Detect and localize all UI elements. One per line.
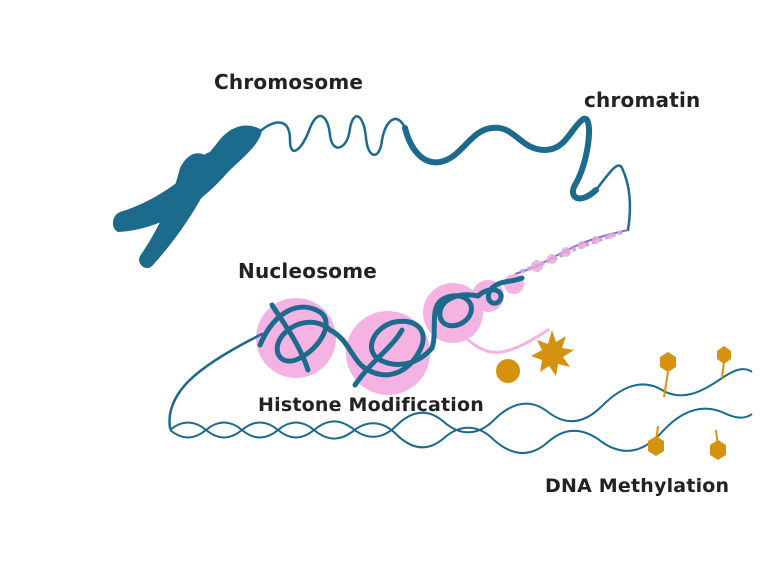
dna-double-helix: [169, 368, 753, 455]
label-dna-methylation: DNA Methylation: [545, 475, 730, 497]
tail-mark-circle: [496, 359, 520, 383]
label-chromosome: Chromosome: [214, 70, 364, 94]
label-chromatin: chromatin: [584, 88, 701, 112]
linker-dna: [168, 332, 264, 430]
helix-strand-b: [169, 407, 753, 455]
methyl-1: [660, 352, 676, 372]
helix-strand-a: [169, 368, 753, 439]
methyl-3: [648, 436, 664, 456]
chromosome-arm-b: [139, 153, 214, 269]
nucleosome-dna: [257, 275, 525, 388]
histone-2: [346, 311, 430, 395]
condensed-fiber: [514, 229, 629, 275]
chromatin-fiber-thick: [402, 115, 599, 202]
chromosome-centromere: [202, 152, 222, 168]
chromatin-fiber: [256, 114, 407, 156]
chromatin-fiber-thin: [594, 164, 632, 232]
histone-tail: [466, 328, 550, 354]
methyl-group-icon: [648, 346, 731, 460]
histone-tail-mark-icon: [466, 328, 574, 383]
label-histone-modification: Histone Modification: [258, 394, 484, 416]
label-nucleosome: Nucleosome: [238, 259, 378, 283]
tail-mark-star: [531, 330, 574, 376]
fiber-beads: [531, 233, 613, 272]
methyl-2: [717, 346, 731, 364]
chromosome-icon: [112, 125, 263, 269]
methyl-4: [710, 440, 726, 460]
